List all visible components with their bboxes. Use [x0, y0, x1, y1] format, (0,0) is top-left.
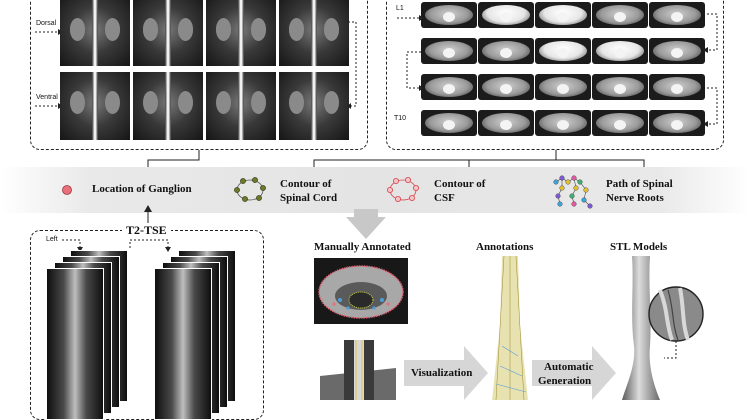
band-down-arrow — [346, 209, 386, 239]
axial-image — [649, 2, 705, 28]
ganglion-icon — [62, 185, 72, 195]
visualization-arrow — [404, 346, 488, 400]
coronal-image — [206, 0, 276, 66]
annotated-axial-image — [314, 258, 408, 324]
axial-image — [535, 74, 591, 100]
nerve-roots-label-1: Path of Spinal — [606, 178, 673, 190]
dorsal-label: Dorsal — [36, 20, 57, 27]
t10-label: T10 — [394, 115, 407, 122]
automatic-generation-arrow — [532, 346, 616, 400]
nerve-roots-path-icon — [553, 175, 593, 209]
axial-image — [421, 38, 477, 64]
axial-image — [421, 2, 477, 28]
legend-band — [0, 167, 750, 213]
axial-image — [478, 38, 534, 64]
nerve-roots-label-2: Nerve Roots — [606, 192, 664, 204]
visualization-label: Visualization — [411, 367, 473, 379]
left-label: Left — [46, 236, 58, 243]
axial-image — [478, 110, 534, 136]
spinal-cord-label-1: Contour of — [280, 178, 332, 190]
axial-image — [649, 110, 705, 136]
axial-image — [649, 38, 705, 64]
csf-label-1: Contour of — [434, 178, 486, 190]
axial-image — [649, 74, 705, 100]
stl-model — [622, 256, 660, 400]
spinal-cord-contour-icon — [234, 177, 266, 202]
manually-annotated-title: Manually Annotated — [314, 241, 411, 253]
axial-panel — [386, 0, 724, 150]
axial-image — [592, 110, 648, 136]
coronal-image — [60, 0, 130, 66]
sagittal-slice — [154, 268, 212, 420]
annotations-point-cloud — [492, 256, 528, 400]
t2-tse-title: T2-TSE — [122, 223, 171, 238]
spinal-cord-label-2: Spinal Cord — [280, 192, 338, 204]
axial-image — [592, 2, 648, 28]
axial-image — [592, 74, 648, 100]
axial-image — [478, 2, 534, 28]
stl-models-title: STL Models — [610, 241, 668, 253]
axial-image — [535, 38, 591, 64]
coronal-panel — [30, 0, 368, 150]
axial-image — [478, 74, 534, 100]
axial-image — [421, 110, 477, 136]
sagittal-flow-arrow — [129, 239, 171, 252]
automatic-label-2: Generation — [538, 375, 592, 387]
coronal-image — [133, 0, 203, 66]
sagittal-slice — [46, 268, 104, 420]
axial-image — [535, 2, 591, 28]
left-arrow — [62, 239, 83, 252]
axial-image — [421, 74, 477, 100]
csf-label-2: CSF — [434, 192, 455, 204]
axial-image — [592, 38, 648, 64]
l1-label: L1 — [396, 5, 404, 12]
annotations-title: Annotations — [476, 241, 534, 253]
coronal-image — [60, 72, 130, 140]
axial-flow-arrows — [397, 13, 718, 127]
annotation-overlay-image — [320, 340, 396, 400]
coronal-image — [279, 72, 349, 140]
axial-image — [535, 110, 591, 136]
ganglion-label: Location of Ganglion — [92, 183, 192, 195]
coronal-flow-arrow — [347, 21, 357, 109]
csf-contour-icon — [387, 177, 419, 202]
ventral-label: Ventral — [36, 94, 58, 101]
coronal-image — [133, 72, 203, 140]
stl-zoom-magnifier — [648, 286, 704, 359]
automatic-label-1: Automatic — [544, 361, 594, 373]
coronal-image — [206, 72, 276, 140]
coronal-image — [279, 0, 349, 66]
